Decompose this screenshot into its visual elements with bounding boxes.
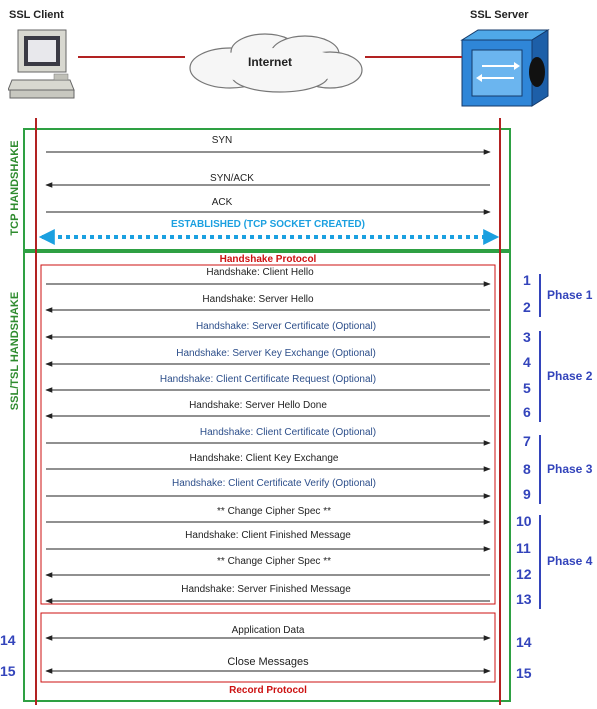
step-number-left: 15 [0,663,16,679]
tcp-message-label: ACK [211,197,233,208]
step-number: 5 [523,380,531,396]
step-number: 2 [523,299,531,315]
server-icon [460,29,550,107]
phase-label: Phase 4 [547,554,593,568]
tcp-section-box [23,128,511,251]
handshake-message-label: Handshake: Client Certificate Request (O… [159,374,377,385]
server-label: SSL Server [470,9,529,21]
step-number: 8 [523,461,531,477]
step-number: 13 [516,591,532,607]
handshake-message-label: Handshake: Client Certificate (Optional) [199,427,377,438]
handshake-message-label: Handshake: Server Key Exchange (Optional… [176,348,376,359]
ssl-handshake-label: SSL/TSL HANDSHAKE [9,291,21,411]
step-number: 10 [516,513,532,529]
ssl-section-box [23,251,511,702]
client-label: SSL Client [9,9,64,21]
step-number: 6 [523,404,531,420]
handshake-message-label: Handshake: Client Finished Message [185,530,351,541]
step-number: 3 [523,329,531,345]
phase-label: Phase 3 [547,461,593,476]
internet-label: Internet [248,55,293,69]
step-number: 9 [523,486,531,502]
handshake-message-label: Handshake: Server Finished Message [181,584,351,595]
record-message-label: Application Data [231,625,305,636]
handshake-message-label: Handshake: Client Certificate Verify (Op… [172,478,376,489]
handshake-message-label: Handshake: Client Hello [206,267,314,278]
phase-label: Phase 1 [547,287,593,302]
step-number: 4 [523,354,531,370]
tcp-message-label: SYN/ACK [210,173,254,184]
step-number-right: 14 [516,634,532,650]
step-number: 1 [523,272,531,288]
tcp-message-label: SYN [211,135,233,146]
step-number: 7 [523,433,531,449]
record-protocol-label: Record Protocol [229,685,307,696]
phase-label: Phase 2 [547,368,593,383]
computer-icon [8,29,75,99]
step-number: 11 [516,540,531,556]
handshake-message-label: Handshake: Client Key Exchange [189,453,339,464]
handshake-message-label: ** Change Cipher Spec ** [217,556,331,567]
handshake-message-label: ** Change Cipher Spec ** [217,506,331,517]
handshake-message-label: Handshake: Server Certificate (Optional) [195,321,377,332]
step-number: 12 [516,566,532,582]
handshake-message-label: Handshake: Server Hello [202,294,314,305]
step-number-right: 15 [516,665,532,681]
record-protocol-box [40,612,496,683]
tcp-handshake-label: TCP HANDSHAKE [9,140,21,236]
step-number-left: 14 [0,632,16,648]
handshake-protocol-box [40,264,496,605]
established-label: ESTABLISHED (TCP SOCKET CREATED) [171,219,365,230]
internet-cloud-icon [189,33,363,93]
handshake-message-label: Handshake: Server Hello Done [189,400,327,411]
handshake-protocol-label: Handshake Protocol [219,254,317,265]
record-message-label: Close Messages [227,656,309,668]
